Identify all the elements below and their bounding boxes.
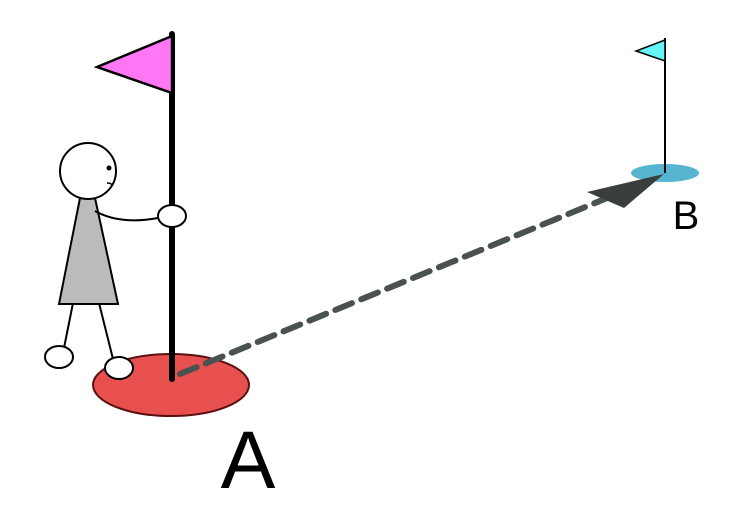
person-foot-right	[104, 356, 134, 380]
label-end: B	[673, 194, 700, 238]
end-flag	[633, 38, 666, 63]
person-arm	[94, 210, 159, 222]
person-body	[57, 197, 120, 305]
person-leg-left	[63, 302, 74, 349]
label-start: A	[221, 415, 276, 506]
path-arrow-line	[177, 193, 615, 377]
person-head	[59, 142, 117, 200]
person-eye	[106, 165, 112, 171]
person-leg-right	[98, 302, 114, 360]
person-hand	[157, 204, 187, 228]
person-mouth	[106, 182, 113, 186]
path-arrowhead	[587, 174, 664, 208]
start-flag	[93, 34, 174, 95]
person-foot-left	[44, 345, 74, 369]
